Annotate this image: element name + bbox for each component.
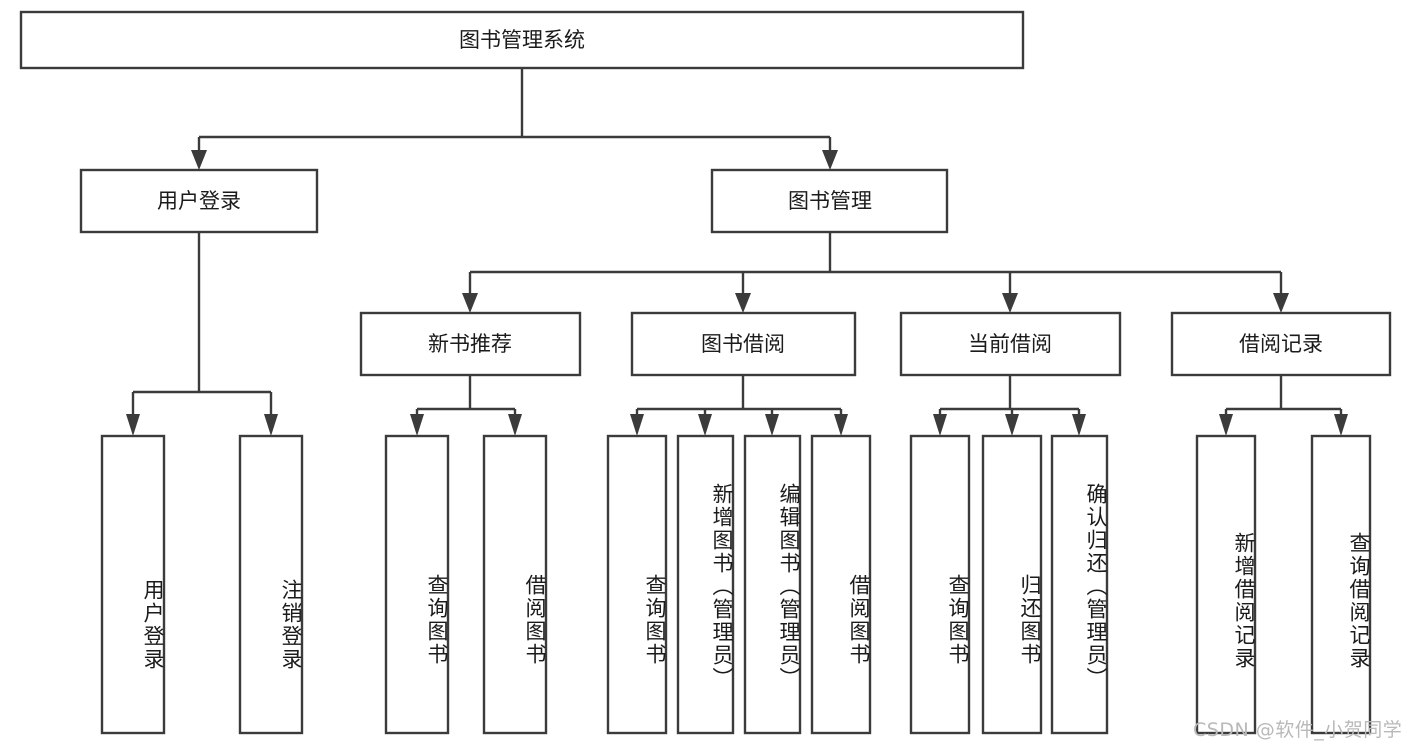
node-current-borrow-label: 当前借阅 xyxy=(968,332,1052,356)
node-root-label: 图书管理系统 xyxy=(459,28,585,52)
leaf-node-layer xyxy=(100,434,1372,735)
arrow-head-book-manage xyxy=(822,150,838,170)
arrow-head-leaf-query-book-borrow xyxy=(630,414,644,436)
arrow-head-leaf-borrow-book xyxy=(834,414,848,436)
arrow-head-leaf-user-logout xyxy=(264,414,278,436)
arrow-head-leaf-user-login xyxy=(126,414,140,436)
csdn-watermark: CSDN @软件_小贺同学 xyxy=(1193,719,1403,741)
arrow-head-leaf-add-book-admin xyxy=(698,414,712,436)
node-root[interactable]: 图书管理系统 xyxy=(19,10,1025,70)
node-borrow-record-box[interactable] xyxy=(1170,311,1392,377)
node-borrow-record-label: 借阅记录 xyxy=(1239,332,1323,356)
node-new-book-recommend-label: 新书推荐 xyxy=(428,332,512,356)
node-book-borrow-label: 图书借阅 xyxy=(701,332,785,356)
node-book-manage[interactable]: 图书管理 xyxy=(710,168,949,234)
node-root-box[interactable] xyxy=(19,10,1025,70)
connector-layer xyxy=(126,68,1348,436)
node-leaf-query-borrow-record-box[interactable] xyxy=(1310,434,1372,735)
arrow-head-new-book-recommend xyxy=(462,293,478,313)
node-leaf-borrow-book-rec-box[interactable] xyxy=(482,434,548,735)
node-user-login[interactable]: 用户登录 xyxy=(79,168,319,234)
arrow-head-leaf-query-book-current xyxy=(933,414,947,436)
node-user-login-box[interactable] xyxy=(79,168,319,234)
node-current-borrow-box[interactable] xyxy=(899,311,1122,377)
node-leaf-user-login-box[interactable] xyxy=(100,434,166,735)
node-leaf-query-book-rec-box[interactable] xyxy=(384,434,450,735)
arrow-head-user-login xyxy=(191,150,207,170)
arrow-head-leaf-edit-book-admin xyxy=(765,414,779,436)
node-book-borrow[interactable]: 图书借阅 xyxy=(630,311,857,377)
arrow-head-leaf-confirm-return-admin xyxy=(1072,414,1086,436)
node-leaf-query-book-current-box[interactable] xyxy=(909,434,971,735)
node-book-manage-label: 图书管理 xyxy=(788,189,872,213)
node-user-login-label: 用户登录 xyxy=(157,189,241,213)
node-leaf-edit-book-admin-box[interactable] xyxy=(743,434,802,735)
node-leaf-add-book-admin-box[interactable] xyxy=(676,434,735,735)
node-borrow-record[interactable]: 借阅记录 xyxy=(1170,311,1392,377)
arrow-head-leaf-borrow-book-rec xyxy=(508,414,522,436)
arrow-head-leaf-return-book xyxy=(1005,414,1019,436)
arrow-head-leaf-query-borrow-record xyxy=(1334,414,1348,436)
node-new-book-recommend-box[interactable] xyxy=(359,311,582,377)
node-current-borrow[interactable]: 当前借阅 xyxy=(899,311,1122,377)
node-leaf-return-book-box[interactable] xyxy=(981,434,1043,735)
node-leaf-borrow-book-box[interactable] xyxy=(810,434,872,735)
node-leaf-confirm-return-admin-box[interactable] xyxy=(1050,434,1109,735)
arrow-head-leaf-add-borrow-record xyxy=(1219,414,1233,436)
node-leaf-user-logout-box[interactable] xyxy=(238,434,304,735)
node-leaf-add-borrow-record-box[interactable] xyxy=(1195,434,1257,735)
arrow-head-book-borrow xyxy=(735,293,751,313)
node-leaf-query-book-borrow-box[interactable] xyxy=(606,434,668,735)
node-book-manage-box[interactable] xyxy=(710,168,949,234)
arrow-head-borrow-record xyxy=(1273,293,1289,313)
node-book-borrow-box[interactable] xyxy=(630,311,857,377)
arrow-head-current-borrow xyxy=(1002,293,1018,313)
arrow-head-leaf-query-book-rec xyxy=(410,414,424,436)
node-new-book-recommend[interactable]: 新书推荐 xyxy=(359,311,582,377)
